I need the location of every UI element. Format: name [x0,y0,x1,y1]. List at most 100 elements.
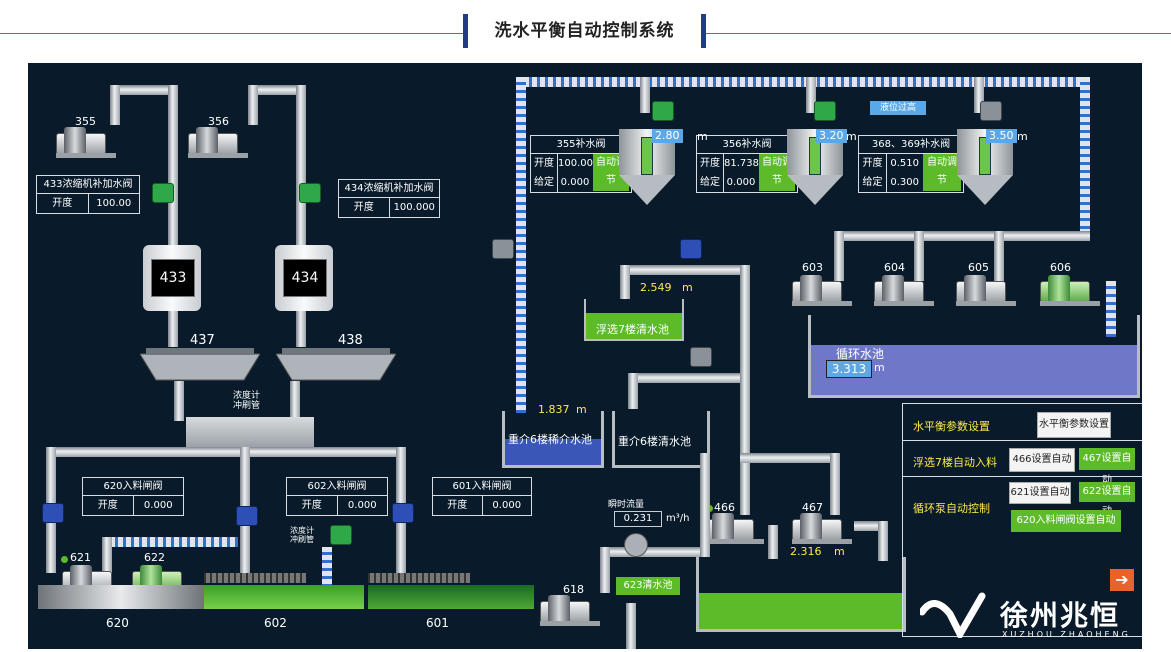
valve-602-icon[interactable] [236,506,258,526]
pump-603[interactable] [792,275,854,307]
set-auto-466-button[interactable]: 466设置自动 [1009,448,1075,472]
pipe [290,381,300,421]
pipe [168,311,178,347]
thickener-620[interactable] [38,585,204,609]
flotation-cell-437[interactable] [140,346,260,386]
auto-adjust-button-368[interactable]: 自动调节 [923,154,961,191]
pipe [806,77,816,113]
exit-arrow-icon[interactable]: ➔ [1110,569,1134,591]
pump-label-604: 604 [884,261,905,274]
pipe [834,231,1090,241]
flow-pipe [1106,281,1116,337]
bottom-label-601: 601 [426,616,449,630]
thickener-602[interactable] [204,585,364,609]
pump-467[interactable] [792,513,854,545]
pump-label-606: 606 [1050,261,1071,274]
valve-panel-value[interactable]: 0.000 [560,177,590,188]
flotation-cell-438[interactable] [276,346,396,386]
pipe [248,85,258,125]
brand-mark-icon [918,592,986,642]
valve-main-icon[interactable] [492,239,514,259]
pipe [110,85,178,95]
pipe [168,85,178,255]
param-value[interactable]: 100.000 [393,202,435,213]
water-balance-button[interactable]: 水平衡参数设置 [1037,412,1111,438]
valve-434-icon[interactable] [299,183,321,203]
drain-label: 浓度计 冲刷管 [233,391,260,411]
heavy-dilute-pool [502,411,604,468]
pump-618[interactable] [540,595,602,627]
valve-620-icon[interactable] [42,503,64,523]
set-auto-622-button[interactable]: 622设置自动 [1079,482,1135,517]
cyclone-355[interactable] [619,129,675,207]
valve-panel-value[interactable]: 0.000 [726,177,756,188]
valve-368-icon[interactable] [980,101,1002,121]
valve-356-icon[interactable] [814,101,836,121]
monitor-433[interactable]: 433 [143,245,201,311]
valve-panel-key: 给定 [531,173,558,192]
density-tag: 浓度计 冲刷管 [290,526,314,544]
flow-pipe [516,77,526,413]
level-readout-356: 3.20 [816,129,847,143]
pump-356[interactable] [188,127,250,159]
thickener-601[interactable] [368,585,534,609]
flotation-label-438: 438 [338,333,363,348]
heavy-level-unit: m [576,403,587,416]
control-title: 水平衡参数设置 [913,420,990,433]
cyclone-356[interactable] [787,129,843,207]
pump-606[interactable] [1040,275,1102,307]
param-value[interactable]: 0.000 [143,500,173,511]
flowmeter-icon[interactable] [624,533,648,557]
pipe [600,547,710,557]
pump-355[interactable] [56,127,118,159]
pipe [626,603,636,649]
flow-unit: m³/h [666,513,690,524]
flotation-label-437: 437 [190,333,215,348]
valve-panel-value[interactable]: 0.510 [890,158,920,169]
valve-433-icon[interactable] [152,183,174,203]
valve-panel-value[interactable]: 0.300 [890,177,920,188]
valve-601-icon[interactable] [392,503,414,523]
pump-466[interactable] [704,513,766,545]
status-dot [61,556,68,563]
set-auto-620-valve-button[interactable]: 620入料闸阀设置自动 [1011,510,1121,532]
heavy-clean-pool [612,411,710,468]
valve-panel-key: 开度 [697,154,724,173]
monitor-value: 433 [151,259,195,297]
pipe [914,231,924,281]
pipe [994,231,1004,281]
valve-panel-title: 355补水阀 [531,136,631,154]
p467-level-value: 2.316 [790,545,822,558]
valve-clean-icon[interactable] [690,347,712,367]
pump-label-356: 356 [208,115,229,128]
flot-level-unit: m [682,281,693,294]
valve-355-icon[interactable] [652,101,674,121]
param-key: 开度 [287,496,338,515]
grating [368,573,470,583]
cyclone-368[interactable] [957,129,1013,207]
param-value[interactable]: 0.000 [492,500,522,511]
valve-density-icon[interactable] [330,525,352,545]
brand-sub: XUZHOU ZHAOHENG [1002,630,1131,639]
pipe [740,265,750,515]
monitor-434[interactable]: 434 [275,245,333,311]
pump-604[interactable] [874,275,936,307]
set-auto-621-button[interactable]: 621设置自动 [1009,482,1071,504]
flow-value: 0.231 [614,511,662,527]
set-auto-467-button[interactable]: 467设置自动 [1079,448,1135,486]
valve-flot-icon[interactable] [680,239,702,259]
param-key: 开度 [433,496,483,515]
valve-panel-value[interactable]: 100.000 [558,158,600,169]
valve-panel-value[interactable]: 81.738 [724,158,759,169]
flow-title: 瞬时流量 [608,500,645,510]
heavy-level-value: 1.837 [538,403,570,416]
bottom-green-pool [696,557,906,632]
param-value[interactable]: 100.00 [96,198,132,209]
param-value[interactable]: 0.000 [347,500,377,511]
pump-605[interactable] [956,275,1018,307]
flot7-pool [584,299,684,341]
